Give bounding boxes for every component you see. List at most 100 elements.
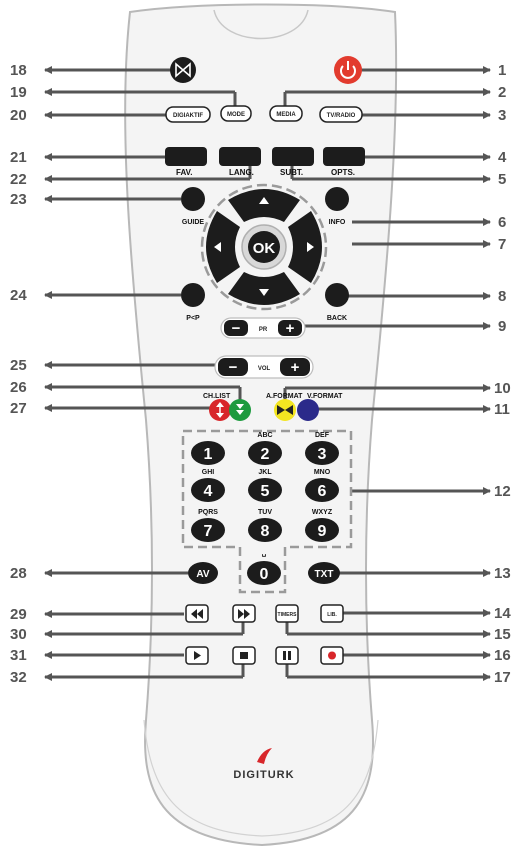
callout-22: 22 xyxy=(10,171,27,188)
key-5[interactable]: 5 xyxy=(248,478,282,502)
callout-16: 16 xyxy=(494,647,511,664)
pr-minus-label: − xyxy=(232,320,241,337)
power-icon xyxy=(340,61,356,79)
callout-25: 25 xyxy=(10,357,27,374)
lang-button[interactable]: LANG. xyxy=(219,147,261,177)
timers-button[interactable]: TIMERS xyxy=(275,604,299,623)
opts-label: OPTS. xyxy=(331,168,355,177)
nav-down-button[interactable] xyxy=(228,272,300,305)
callout-7: 7 xyxy=(498,236,506,253)
guide-button[interactable]: GUIDE xyxy=(181,187,205,226)
callout-28: 28 xyxy=(10,565,27,582)
callout-32: 32 xyxy=(10,669,27,686)
power-button[interactable] xyxy=(334,56,362,84)
play-button[interactable] xyxy=(185,646,209,665)
right-callout-lines xyxy=(283,66,491,681)
left-callout-numbers: 18 19 20 21 22 23 24 25 26 27 28 29 30 3… xyxy=(10,62,27,686)
subt-button[interactable]: SUBT. xyxy=(272,147,314,177)
callout-15: 15 xyxy=(494,626,511,643)
mute-button[interactable] xyxy=(170,57,196,83)
guide-label: GUIDE xyxy=(182,219,205,226)
back-label: BACK xyxy=(327,315,347,322)
pr-rocker[interactable]: − PR + xyxy=(220,317,306,339)
fast-forward-button[interactable] xyxy=(232,604,256,623)
ok-button[interactable]: OK xyxy=(241,224,287,270)
down-arrow-icon xyxy=(259,289,269,296)
back-button[interactable]: BACK xyxy=(325,283,349,322)
key-1[interactable]: 1 xyxy=(191,441,225,465)
callout-19: 19 xyxy=(10,84,27,101)
key-9[interactable]: 9 xyxy=(305,518,339,542)
pip-label: P<P xyxy=(186,315,200,322)
media-label: MEDIA xyxy=(276,112,296,118)
blue-button[interactable] xyxy=(297,399,319,421)
key-3-digit: 3 xyxy=(318,446,327,463)
opts-button[interactable]: OPTS. xyxy=(323,147,365,177)
key-8-letters: TUV xyxy=(258,509,272,516)
digiaktif-button[interactable]: DIGIAKTIF xyxy=(165,106,211,123)
callout-21: 21 xyxy=(10,149,27,166)
fav-button[interactable]: FAV. xyxy=(165,147,207,177)
left-callout-lines xyxy=(44,66,252,681)
key-7-digit: 7 xyxy=(204,523,213,540)
yellow-button[interactable] xyxy=(274,399,296,421)
mute-icon xyxy=(175,62,191,78)
pr-plus-label: + xyxy=(286,320,295,337)
logo-swoosh-icon xyxy=(257,748,272,764)
callout-27: 27 xyxy=(10,400,27,417)
pr-minus-button[interactable] xyxy=(224,320,248,336)
key-6[interactable]: 6 xyxy=(305,478,339,502)
aformat-label: A.FORMAT xyxy=(266,393,303,400)
callout-20: 20 xyxy=(10,107,27,124)
av-button[interactable]: AV xyxy=(188,562,218,584)
key-6-letters: MNO xyxy=(314,469,331,476)
tvradio-button[interactable]: TV/RADIO xyxy=(319,106,363,123)
nav-left-button[interactable] xyxy=(206,211,240,283)
key-7-letters: PQRS xyxy=(198,509,218,516)
nav-up-button[interactable] xyxy=(228,189,300,222)
key-5-letters: JKL xyxy=(258,469,272,476)
digiturk-logo: DIGITURK xyxy=(233,748,294,781)
callout-18: 18 xyxy=(10,62,27,79)
key-3[interactable]: 3 xyxy=(305,441,339,465)
digiaktif-label: DIGIAKTIF xyxy=(173,113,203,119)
lib-button[interactable]: LIB. xyxy=(320,604,344,623)
txt-label: TXT xyxy=(315,569,334,580)
green-button[interactable] xyxy=(229,399,251,421)
txt-button[interactable]: TXT xyxy=(308,562,340,584)
rewind-button[interactable] xyxy=(185,604,209,623)
info-button[interactable]: INFO xyxy=(325,187,349,226)
callout-3: 3 xyxy=(498,107,506,124)
key-9-letters: WXYZ xyxy=(312,509,333,516)
callout-5: 5 xyxy=(498,171,506,188)
callout-26: 26 xyxy=(10,379,27,396)
vol-plus-button[interactable] xyxy=(280,358,310,376)
right-arrow-icon xyxy=(307,242,314,252)
vol-minus-button[interactable] xyxy=(218,358,248,376)
key-2[interactable]: 2 xyxy=(248,441,282,465)
mode-button[interactable]: MODE xyxy=(220,105,252,122)
pause-button[interactable] xyxy=(275,646,299,665)
mode-label: MODE xyxy=(227,112,245,118)
key-0-letters: ␣ xyxy=(262,550,267,557)
key-8[interactable]: 8 xyxy=(248,518,282,542)
callout-17: 17 xyxy=(494,669,511,686)
keypad: 1 ABC 2 DEF 3 GHI 4 JKL 5 MNO 6 PQRS xyxy=(191,432,339,585)
callout-2: 2 xyxy=(498,84,506,101)
key-0[interactable]: 0 xyxy=(247,561,281,585)
tvradio-label: TV/RADIO xyxy=(327,113,356,119)
media-button[interactable]: MEDIA xyxy=(269,105,303,122)
pip-button[interactable]: P<P xyxy=(181,283,205,322)
vol-rocker[interactable]: − VOL + xyxy=(214,355,314,379)
key-7[interactable]: 7 xyxy=(191,518,225,542)
key-6-digit: 6 xyxy=(318,483,327,500)
record-button[interactable] xyxy=(320,646,344,665)
pr-plus-button[interactable] xyxy=(278,320,302,336)
red-button[interactable] xyxy=(209,399,231,421)
key-4[interactable]: 4 xyxy=(191,478,225,502)
callout-30: 30 xyxy=(10,626,27,643)
remote-inner-edge xyxy=(143,719,379,837)
nav-right-button[interactable] xyxy=(288,211,322,283)
stop-button[interactable] xyxy=(232,646,256,665)
callout-11: 11 xyxy=(494,401,510,418)
